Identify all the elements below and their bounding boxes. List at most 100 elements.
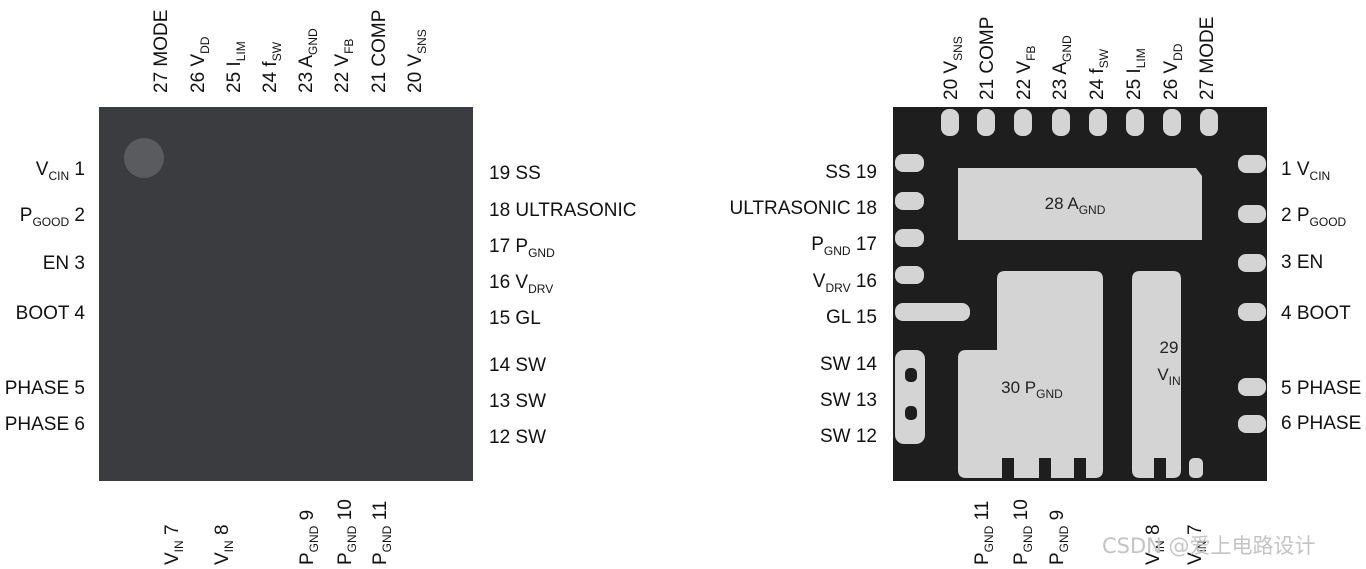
pad-pin-5 (1238, 378, 1266, 396)
pad-pin-22 (1014, 109, 1032, 136)
pad-pin-15 (895, 303, 970, 321)
pin-label-25: 25 ILIM (224, 41, 248, 93)
pin-label-15: GL 15 (826, 307, 877, 328)
bottom-view-bottom-pin-labels: PGND 11 PGND 10 PGND 9 VIN 8 VIN 7 (972, 499, 1209, 565)
bottom-view-top-pin-labels: 20 VSNS 21 COMP 22 VFB 23 AGND 24 fSW 25 ILIM… (941, 17, 1218, 100)
pad-30-label: 30 PGND (1001, 378, 1063, 401)
pin-label-12: SW 12 (820, 426, 877, 447)
pin-label-4: BOOT 4 (16, 303, 86, 324)
pad-28-agnd (958, 168, 1202, 240)
pad-pin-25 (1126, 109, 1144, 136)
pad-29-vin (1132, 271, 1181, 478)
bottom-view-exposed-pads (958, 168, 1203, 478)
pad-slot (905, 368, 917, 382)
pin-label-22: 22 VFB (1014, 46, 1038, 100)
pin-label-17: PGND 17 (811, 234, 877, 258)
pin-label-1: VCIN 1 (36, 159, 85, 183)
pin-label-7: VIN 7 (1185, 524, 1209, 565)
pin-label-14: SW 14 (820, 354, 877, 375)
pin-label-5: 5 PHASE (1281, 378, 1361, 399)
top-view-left-pin-labels: VCIN 1 PGOOD 2 EN 3 BOOT 4 PHASE 5 PHASE 6 (5, 159, 86, 435)
pin-label-27: 27 MODE (151, 10, 172, 93)
pad-slot (905, 406, 917, 420)
pin-label-8: VIN 8 (1143, 524, 1167, 565)
top-view-package-body (99, 107, 473, 481)
pin-label-17: 17 PGND (489, 236, 555, 260)
pad-pin-17 (895, 229, 924, 247)
bottom-view-right-pin-labels: 1 VCIN 2 PGOOD 3 EN 4 BOOT 5 PHASE 6 PHASE (1281, 159, 1361, 434)
pin-label-19: SS 19 (825, 162, 877, 183)
pad-pin-20 (941, 109, 959, 136)
pin-label-10: PGND 10 (1011, 499, 1035, 565)
pin-label-2: PGOOD 2 (20, 205, 85, 229)
bottom-view-right-pads (1238, 155, 1266, 433)
pad-29-number: 29 (1160, 338, 1179, 357)
pad-28-label: 28 AGND (1045, 194, 1106, 217)
pin-label-11: PGND 11 (370, 501, 394, 565)
pad-pin-23 (1052, 109, 1070, 136)
pin-label-26: 26 VDD (1161, 43, 1185, 100)
pad-30-pgnd (958, 271, 1103, 478)
pin-label-12: 12 SW (489, 427, 546, 448)
pad-pin-18 (895, 192, 924, 210)
pin-label-3: EN 3 (43, 253, 85, 274)
pin-label-24: 24 fSW (260, 41, 284, 93)
pad-pin-27 (1200, 109, 1218, 136)
pin-label-6: PHASE 6 (5, 414, 85, 435)
pad-pin-24 (1089, 109, 1107, 136)
pin-label-20: 20 VSNS (941, 36, 965, 100)
pin-label-8: VIN 8 (212, 524, 236, 565)
pad-pin-21 (977, 109, 995, 136)
pin-label-21: 21 COMP (369, 10, 390, 93)
pad-pin-7 (1189, 458, 1203, 478)
pin-label-14: 14 SW (489, 355, 546, 376)
pad-pin-19 (895, 154, 924, 172)
pin-label-19: 19 SS (489, 163, 541, 184)
pin-label-11: PGND 11 (972, 501, 996, 565)
pin-label-2: 2 PGOOD (1281, 205, 1347, 229)
pad-pin-4 (1238, 303, 1266, 321)
pin-label-13: 13 SW (489, 391, 546, 412)
pin-label-16: VDRV 16 (813, 271, 877, 295)
bottom-view-left-pads (895, 154, 970, 444)
pin-label-1: 1 VCIN (1281, 159, 1330, 183)
pin-label-9: PGND 9 (297, 510, 321, 565)
pad-pin-2 (1238, 205, 1266, 223)
pad-pin-6 (1238, 415, 1266, 433)
pin-label-9: PGND 9 (1047, 510, 1071, 565)
pin-label-24: 24 fSW (1087, 48, 1111, 100)
pin-label-13: SW 13 (820, 390, 877, 411)
watermark: CSDN @爱上电路设计 (1102, 534, 1316, 558)
pin-label-25: 25 ILIM (1124, 48, 1148, 100)
pin-label-3: 3 EN (1281, 252, 1323, 273)
pin-label-23: 23 AGND (296, 28, 320, 93)
pin-label-21: 21 COMP (977, 17, 998, 100)
pin-label-16: 16 VDRV (489, 272, 553, 296)
pad-29-name: VIN (1157, 365, 1180, 388)
top-view-bottom-pin-labels: VIN 7 VIN 8 PGND 9 PGND 10 PGND 11 (162, 499, 394, 565)
pin-label-23: 23 AGND (1050, 35, 1074, 100)
pad-pin-1 (1238, 155, 1266, 173)
pin-label-18: 18 ULTRASONIC (489, 200, 636, 221)
bottom-view-top-pads (941, 109, 1218, 136)
pin-label-10: PGND 10 (335, 499, 359, 565)
pin-label-7: VIN 7 (162, 524, 186, 565)
top-view-top-pin-labels: 27 MODE 26 VDD 25 ILIM 24 fSW 23 AGND 22 VFB 2… (151, 10, 429, 93)
pad-pin-26 (1163, 109, 1181, 136)
pin-label-20: 20 VSNS (405, 29, 429, 93)
pin-label-18: ULTRASONIC 18 (730, 198, 877, 219)
pin-label-4: 4 BOOT (1281, 303, 1351, 324)
pin-label-6: 6 PHASE (1281, 413, 1361, 434)
pin-label-5: PHASE 5 (5, 378, 85, 399)
pad-pins-12-14 (895, 350, 925, 444)
pin-label-27: 27 MODE (1197, 17, 1218, 100)
pad-pin-3 (1238, 254, 1266, 272)
top-view: 27 MODE 26 VDD 25 ILIM 24 fSW 23 AGND 22 VFB 2… (5, 10, 637, 565)
pin-label-26: 26 VDD (188, 36, 212, 93)
pin-label-22: 22 VFB (332, 39, 356, 93)
bottom-view-left-pin-labels: SS 19 ULTRASONIC 18 PGND 17 VDRV 16 GL 15 SW … (730, 162, 878, 447)
